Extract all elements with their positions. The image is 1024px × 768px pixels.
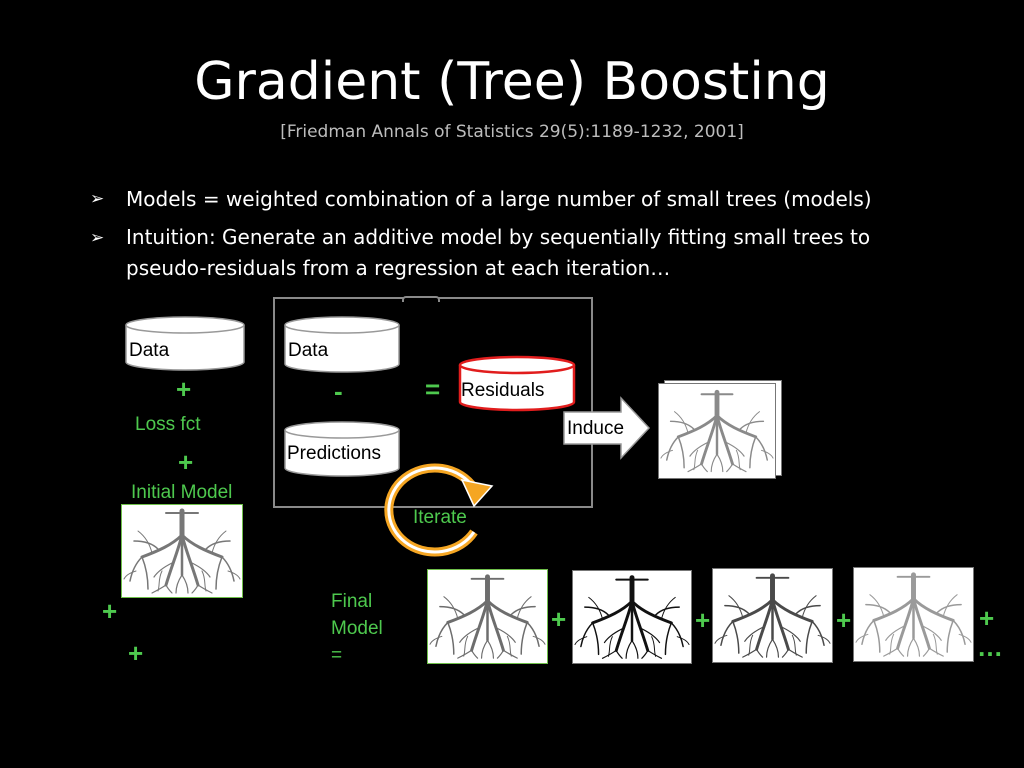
- trailing-plus: +: [979, 603, 995, 633]
- data-cylinder-icon: [284, 316, 400, 373]
- left-data-label: Data: [129, 340, 170, 361]
- plus-sign: +: [102, 596, 118, 626]
- bullet-arrow-icon: ➢: [90, 228, 105, 248]
- tree-roots-icon: [122, 505, 242, 597]
- predictions-cylinder-icon: [284, 421, 400, 477]
- bullet-2: Intuition: Generate an additive model by…: [126, 222, 986, 284]
- final-tree-1: [427, 569, 548, 664]
- tree-roots-icon: [428, 570, 547, 663]
- iterate-cycle-icon: [384, 463, 494, 557]
- plus-sign: +: [178, 447, 194, 477]
- data-cylinder-icon: [125, 316, 245, 371]
- final-tree-2: [572, 570, 692, 664]
- initial-model-label: Initial Model: [131, 482, 233, 503]
- final-tree-3: [712, 568, 833, 663]
- residuals-label: Residuals: [461, 380, 545, 401]
- slide-title: Gradient (Tree) Boosting: [194, 52, 830, 112]
- induced-tree: [658, 383, 776, 479]
- bullet-2-line-2: pseudo-residuals from a regression at ea…: [126, 256, 671, 280]
- box-data-label: Data: [288, 340, 329, 361]
- plus-sign: +: [695, 605, 711, 635]
- box-tab: [402, 296, 440, 302]
- tree-roots-icon: [854, 568, 973, 661]
- loss-fct-label: Loss fct: [135, 414, 201, 435]
- final-tree-4: [853, 567, 974, 662]
- residuals-cylinder-icon: [458, 355, 576, 412]
- plus-sign: +: [551, 604, 567, 634]
- bullet-1: Models = weighted combination of a large…: [126, 184, 986, 215]
- bullet-2-line-1: Intuition: Generate an additive model by…: [126, 225, 871, 249]
- tree-roots-icon: [713, 569, 832, 662]
- final-model-label: Final Model =: [331, 591, 383, 666]
- predictions-label: Predictions: [287, 443, 381, 464]
- plus-sign: +: [128, 638, 144, 668]
- minus-sign: -: [334, 376, 343, 406]
- ellipsis: …: [977, 632, 1003, 662]
- induce-arrow-icon: [563, 396, 651, 460]
- tree-roots-icon: [659, 384, 775, 478]
- bullet-1-line-1: Models = weighted combination of a large…: [126, 187, 872, 211]
- citation: [Friedman Annals of Statistics 29(5):118…: [280, 122, 744, 142]
- plus-sign: +: [176, 374, 192, 404]
- bullet-arrow-icon: ➢: [90, 189, 105, 209]
- iterate-label: Iterate: [413, 507, 467, 528]
- equals-sign: =: [425, 374, 441, 404]
- induce-label: Induce: [567, 418, 625, 439]
- initial-model-tree: [121, 504, 243, 598]
- tree-roots-icon: [573, 571, 691, 663]
- plus-sign: +: [836, 605, 852, 635]
